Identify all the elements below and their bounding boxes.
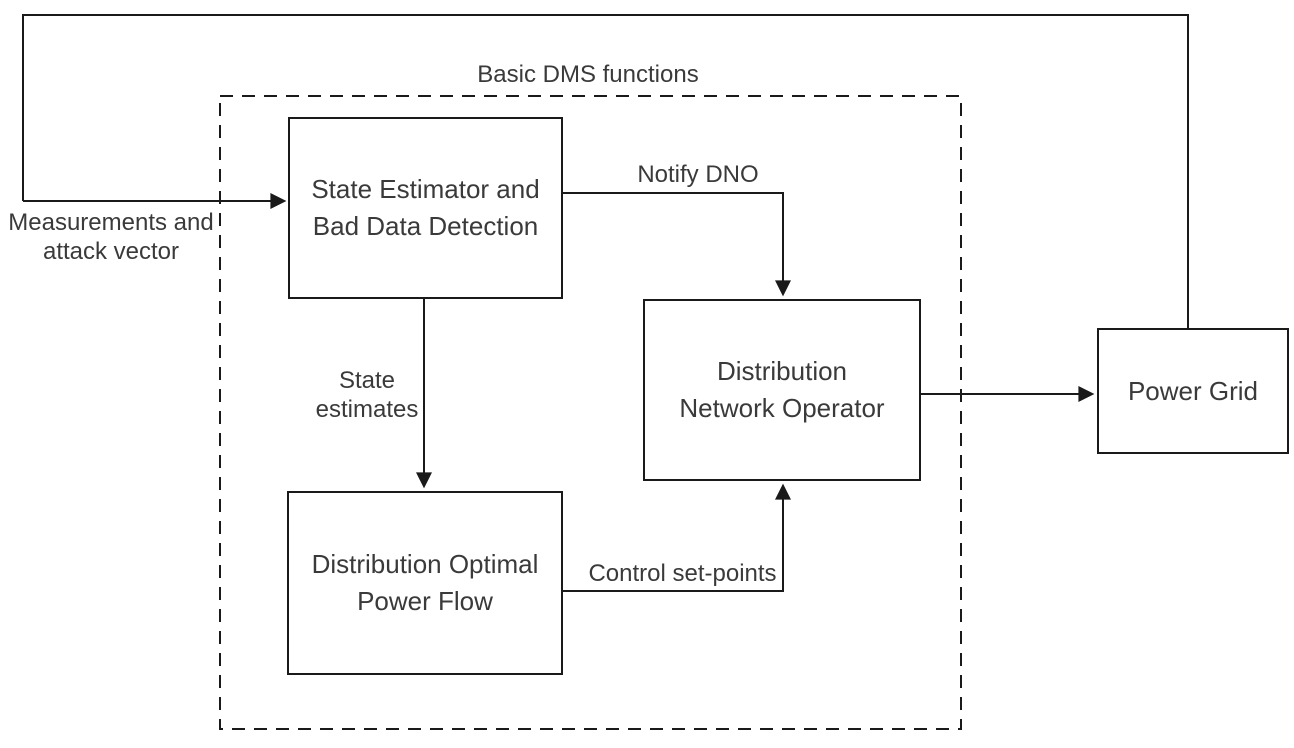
measurements-attack-vector-label: Measurements and attack vector: [8, 209, 214, 266]
node-label: Power Grid: [1127, 375, 1259, 406]
node-label: State Estimator and Bad Data Detection: [311, 174, 540, 241]
dms-group-boundary: [219, 95, 962, 730]
node-distribution-optimal-power-flow: Distribution Optimal Power Flow: [287, 491, 563, 675]
notify-dno-arrow: [563, 192, 791, 297]
feedback-loop-line: [22, 14, 1189, 328]
notify-dno-label: Notify DNO: [637, 161, 759, 188]
node-label: Distribution Optimal Power Flow: [311, 549, 539, 616]
control-setpoints-arrow: [563, 483, 791, 592]
node-power-grid: Power Grid: [1097, 328, 1289, 454]
node-state-estimator: State Estimator and Bad Data Detection: [288, 117, 563, 299]
control-setpoints-label: Control set-points: [588, 560, 777, 587]
node-distribution-network-operator: Distribution Network Operator: [643, 299, 921, 481]
node-label: Distribution Network Operator: [679, 356, 885, 423]
dms-group-label: Basic DMS functions: [477, 61, 699, 88]
state-estimates-label: State estimates: [315, 367, 419, 424]
